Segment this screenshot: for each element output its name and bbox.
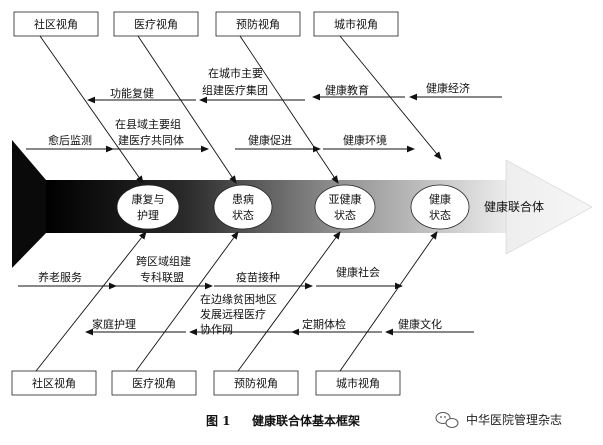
label-health-culture: 健康文化 — [398, 317, 442, 331]
state-subhealth: 亚健康 状态 — [314, 184, 376, 230]
bottom-bones — [35, 231, 438, 372]
perspective-label: 预防视角 — [234, 376, 278, 390]
state-health: 健康 状态 — [410, 184, 470, 230]
label-remote-line1: 在边缘贫困地区 — [200, 292, 277, 306]
bottom-branches — [18, 282, 474, 336]
wechat-icon — [435, 412, 459, 428]
bone-top-community — [39, 35, 144, 184]
label-city-group-line2: 组建医疗集团 — [202, 83, 268, 97]
label-regular-checkup: 定期体检 — [302, 317, 346, 331]
figure-number: 图 1 — [206, 414, 231, 428]
label-remote-line3: 协作网 — [200, 322, 233, 336]
bone-bottom-city — [339, 231, 438, 372]
figure-title: 健康联合体基本框架 — [252, 413, 360, 428]
label-health-promotion: 健康促进 — [248, 133, 292, 147]
state-line2: 护理 — [137, 208, 159, 222]
label-county-line2: 建医疗共同体 — [118, 133, 184, 147]
bone-top-medical — [137, 35, 237, 184]
arrow-head-label: 健康联合体 — [484, 199, 544, 214]
perspective-label: 预防视角 — [236, 17, 280, 31]
bone-bottom-prevention — [237, 231, 341, 372]
label-health-environment: 健康环境 — [343, 133, 387, 147]
label-post-cure: 愈后监测 — [48, 133, 92, 147]
perspective-label: 医疗视角 — [132, 376, 176, 390]
perspective-label: 社区视角 — [32, 376, 76, 390]
label-remote-line2: 发展远程医疗 — [200, 307, 266, 321]
bone-top-city — [339, 35, 442, 160]
top-perspective-medical: 医疗视角 — [113, 11, 199, 37]
label-health-education: 健康教育 — [325, 83, 369, 97]
perspective-label: 城市视角 — [336, 376, 380, 390]
perspective-label: 医疗视角 — [134, 17, 178, 31]
state-line1: 患病 — [232, 192, 254, 206]
state-line2: 状态 — [429, 208, 451, 222]
state-line2: 状态 — [232, 208, 254, 222]
state-line2: 状态 — [334, 208, 356, 222]
bottom-perspective-medical: 医疗视角 — [111, 370, 197, 396]
bottom-perspective-prevention: 预防视角 — [213, 370, 299, 396]
label-healthy-society: 健康社会 — [336, 265, 380, 279]
bottom-perspective-city: 城市视角 — [315, 370, 401, 396]
bone-bottom-medical — [135, 231, 239, 372]
label-elderly-service: 养老服务 — [38, 270, 82, 284]
top-perspective-city: 城市视角 — [313, 11, 399, 37]
state-line1: 亚健康 — [329, 192, 362, 206]
label-city-group-line1: 在城市主要 — [208, 66, 263, 80]
perspective-label: 社区视角 — [34, 17, 78, 31]
top-perspective-prevention: 预防视角 — [215, 11, 301, 37]
label-county-line1: 在县域主要组 — [115, 117, 181, 131]
top-branches — [26, 93, 502, 153]
state-rehab-nursing: 康复与 护理 — [116, 184, 180, 230]
perspective-label: 城市视角 — [334, 17, 378, 31]
top-bones — [39, 35, 442, 184]
label-cross-region-line2: 专科联盟 — [140, 270, 184, 284]
label-family-care: 家庭护理 — [92, 317, 136, 331]
label-health-economy: 健康经济 — [426, 81, 470, 95]
bottom-perspective-community: 社区视角 — [11, 370, 97, 396]
bone-bottom-community — [35, 231, 147, 372]
label-vaccination: 疫苗接种 — [236, 270, 280, 284]
state-line1: 健康 — [429, 192, 451, 206]
top-perspective-community: 社区视角 — [13, 11, 99, 37]
state-illness: 患病 状态 — [213, 184, 273, 230]
label-cross-region-line1: 跨区域组建 — [136, 254, 191, 268]
watermark-text: 中华医院管理杂志 — [466, 412, 562, 427]
state-line1: 康复与 — [132, 192, 165, 206]
bone-top-prevention — [239, 35, 339, 184]
label-rehab: 功能复健 — [110, 86, 154, 100]
